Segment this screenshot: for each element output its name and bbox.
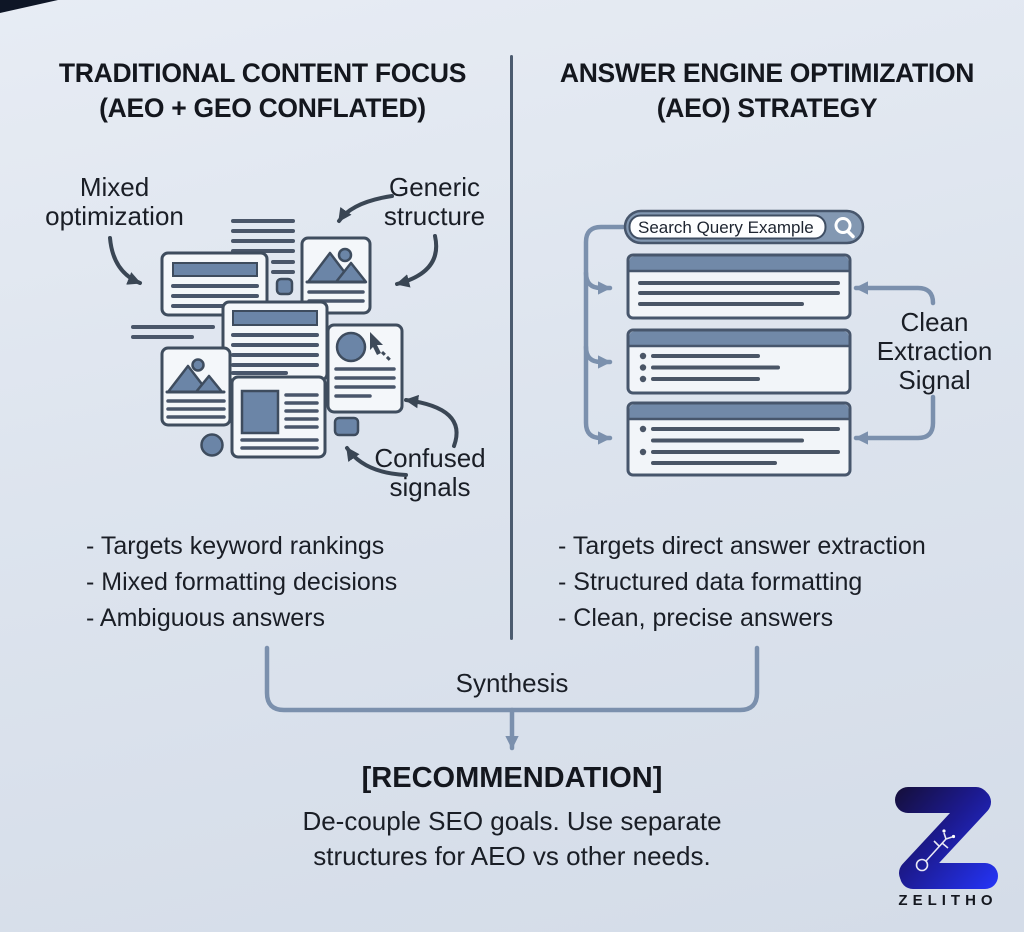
logo-circuit-detail (915, 832, 953, 872)
clean-extraction-connectors (853, 281, 936, 445)
synthesis-bracket (264, 645, 760, 751)
list-item: - Targets keyword rankings (86, 532, 385, 560)
query-to-results-connectors (583, 224, 628, 445)
right-column-title: ANSWER ENGINE OPTIMIZATION (AEO) STRATEG… (559, 58, 975, 123)
column-divider (510, 55, 513, 640)
content-card-title-text (160, 251, 269, 317)
search-query-text: Search Query Example (638, 218, 814, 237)
image-sun-icon (337, 247, 353, 263)
label-confused-signals: Confused signals (374, 443, 486, 502)
list-item: - Targets direct answer extraction (558, 532, 926, 560)
recommendation-title: [RECOMMENDATION] (361, 762, 663, 794)
right-bullet-list: - Targets direct answer extraction - Str… (558, 528, 1018, 636)
label-mixed-optimization: Mixed optimization (45, 172, 184, 231)
answer-card-1 (626, 253, 852, 320)
cursor-icon (370, 332, 383, 355)
answer-card-3 (626, 401, 852, 477)
search-bar[interactable]: Search Query Example (623, 209, 865, 245)
synthesis-label: Synthesis (455, 668, 569, 698)
list-item: - Mixed formatting decisions (86, 568, 398, 596)
search-icon[interactable] (834, 217, 855, 239)
label-generic-structure: Generic structure (383, 172, 486, 231)
aeo-strategy-illustration: Search Query Example (583, 209, 936, 477)
zelitho-logo (895, 787, 998, 889)
arrow-confused-signals-2 (404, 394, 459, 448)
list-item: - Structured data formatting (558, 568, 863, 596)
answer-card-2 (626, 328, 852, 395)
list-item: - Clean, precise answers (558, 604, 834, 632)
content-card-image-bottom (160, 346, 232, 427)
list-item: - Ambiguous answers (86, 604, 326, 632)
image-sun-icon (191, 358, 205, 372)
arrow-generic-structure-2 (395, 234, 439, 288)
stray-block-small (333, 416, 360, 437)
label-clean-extraction-signal: Clean Extraction Signal (876, 307, 993, 395)
annotation-arrows (108, 194, 459, 477)
stray-text-lines-top (231, 219, 295, 274)
brand-name: ZELITHO (898, 892, 998, 909)
content-card-center (221, 300, 329, 382)
traditional-content-illustration (108, 194, 459, 477)
stray-dot (200, 433, 224, 457)
recommendation-body: De-couple SEO goals. Use separate struct… (302, 806, 722, 871)
content-card-cursor (326, 323, 404, 414)
content-card-image-top (300, 236, 372, 315)
stray-block-small (275, 277, 294, 296)
corner-accent-triangle (0, 0, 58, 13)
arrow-mixed-optimization (108, 236, 142, 285)
arrow-confused-signals-1 (345, 446, 408, 477)
content-card-block (230, 375, 327, 459)
search-input[interactable] (628, 214, 827, 240)
left-column-title: TRADITIONAL CONTENT FOCUS (AEO + GEO CON… (58, 58, 467, 123)
left-bullet-list: - Targets keyword rankings - Mixed forma… (86, 528, 516, 636)
stray-text-lines-left (131, 325, 215, 339)
arrow-generic-structure-1 (337, 194, 394, 223)
